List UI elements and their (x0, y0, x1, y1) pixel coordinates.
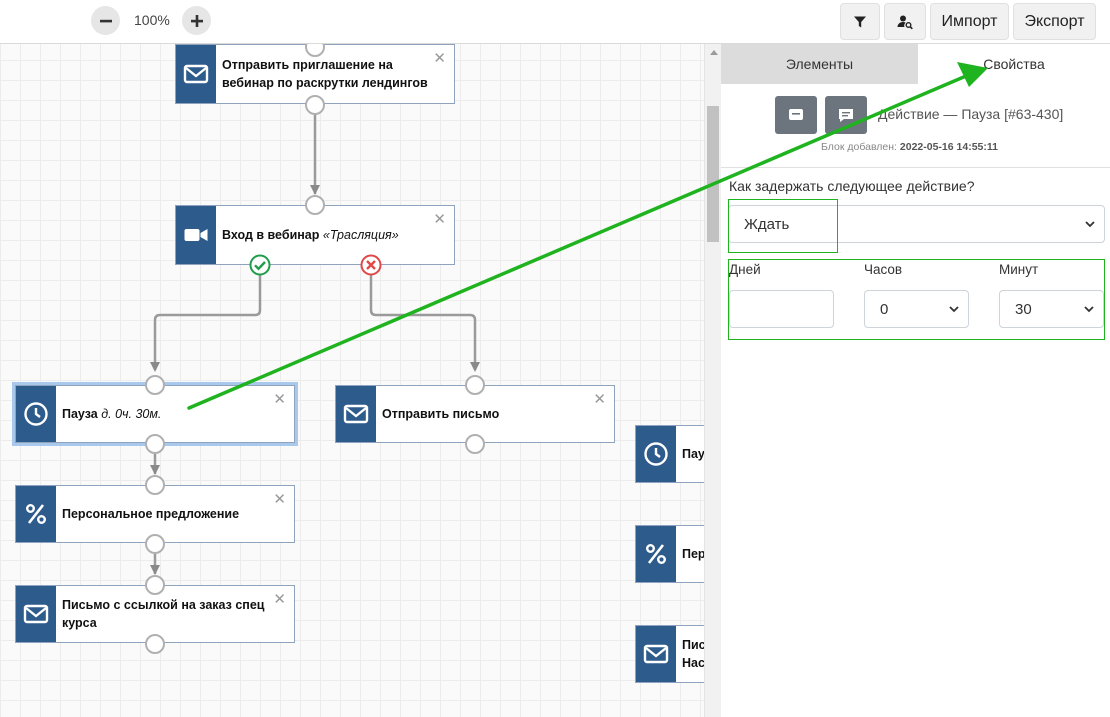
tab-properties[interactable]: Свойства (918, 44, 1110, 84)
node-letter-partial[interactable]: Пис Нас (635, 625, 704, 683)
close-icon[interactable]: ✕ (433, 50, 446, 67)
chevron-down-icon (1085, 221, 1095, 228)
node-title: Отправить приглашение на вебинар по раск… (222, 58, 428, 90)
zoom-in-button[interactable] (182, 6, 211, 35)
user-search-icon (897, 15, 913, 29)
node-icon-box (16, 486, 56, 542)
minus-icon (99, 19, 112, 22)
clock-icon (644, 442, 668, 466)
node-title: Пис Нас (682, 638, 704, 670)
minutes-label: Минут (999, 262, 1039, 277)
clock-icon (24, 402, 48, 426)
node-icon-box (16, 586, 56, 642)
days-label: Дней (729, 262, 761, 277)
node-input-port[interactable] (305, 195, 325, 215)
node-input-port[interactable] (305, 44, 325, 57)
message-text-icon (839, 109, 853, 122)
node-pause-partial[interactable]: Пауз (635, 425, 704, 483)
hours-label: Часов (864, 262, 903, 277)
delay-mode-select[interactable]: Ждать (728, 205, 1105, 243)
properties-panel: Элементы Свойства Действие — Пауза [#63-… (721, 44, 1110, 717)
node-icon-box (176, 206, 216, 264)
close-icon[interactable]: ✕ (593, 391, 606, 408)
mail-icon (643, 644, 669, 664)
export-button[interactable]: Экспорт (1013, 3, 1096, 40)
node-input-port[interactable] (145, 375, 165, 395)
delay-mode-value: Ждать (744, 215, 790, 233)
success-port-icon[interactable] (249, 254, 271, 276)
hours-value: 0 (880, 300, 889, 318)
action-title: Действие — Пауза [#63-430] (878, 106, 1064, 122)
days-input[interactable] (729, 290, 834, 328)
import-button[interactable]: Импорт (930, 3, 1009, 40)
node-output-port[interactable] (145, 434, 165, 454)
flow-canvas[interactable]: Отправить приглашение на вебинар по раск… (0, 44, 704, 717)
node-title: Перс (682, 547, 704, 561)
block-added-date: 2022-05-16 14:55:11 (899, 141, 998, 153)
mail-icon (183, 64, 209, 84)
canvas-scrollbar[interactable] (704, 44, 721, 717)
node-title: Отправить письмо (382, 407, 500, 421)
node-icon-box (336, 386, 376, 442)
filter-button[interactable] (840, 3, 880, 40)
node-title: Пауз (682, 447, 704, 461)
message-square-icon (789, 109, 803, 120)
tab-elements[interactable]: Элементы (721, 44, 918, 84)
close-icon[interactable]: ✕ (273, 591, 286, 608)
user-search-button[interactable] (884, 3, 926, 40)
plus-icon (190, 14, 203, 27)
percent-icon (25, 503, 46, 524)
comment-button[interactable] (775, 96, 817, 134)
close-icon[interactable]: ✕ (273, 491, 286, 508)
node-icon-box (16, 386, 56, 442)
filter-icon (854, 16, 866, 27)
minutes-value: 30 (1015, 300, 1032, 318)
mail-icon (343, 404, 369, 424)
node-icon-box (636, 526, 676, 582)
node-subtitle: «Трасляция» (322, 228, 399, 242)
node-title-text: Пауза (62, 407, 98, 421)
scrollbar-thumb[interactable] (707, 106, 719, 242)
delay-question: Как задержать следующее действие? (729, 178, 975, 194)
node-title: Персональное предложение (62, 507, 240, 521)
block-added-label: Блок добавлен: (821, 141, 897, 153)
node-output-port[interactable] (305, 95, 325, 115)
close-icon[interactable]: ✕ (273, 391, 286, 408)
chevron-down-icon (949, 306, 959, 313)
node-title: Письмо с ссылкой на заказ спец курса (62, 598, 265, 630)
divider (721, 167, 1110, 168)
node-offer-partial[interactable]: Перс (635, 525, 704, 583)
connector-webinar-pause (153, 275, 262, 370)
node-input-port[interactable] (145, 475, 165, 495)
mail-icon (23, 604, 49, 624)
fail-port-icon[interactable] (360, 254, 382, 276)
minutes-select[interactable]: 30 (999, 290, 1104, 328)
hours-select[interactable]: 0 (864, 290, 969, 328)
percent-icon (645, 543, 666, 564)
node-icon-box (176, 45, 216, 103)
node-title: Пауза д. 0ч. 30м. (62, 405, 272, 423)
node-output-port[interactable] (465, 434, 485, 454)
top-toolbar: 100% Импорт Экспорт (0, 0, 1110, 44)
node-subtitle: д. 0ч. 30м. (101, 407, 162, 421)
block-added-info: Блок добавлен: 2022-05-16 14:55:11 (821, 141, 998, 153)
node-icon-box (636, 626, 676, 682)
scroll-up-arrow[interactable] (710, 50, 718, 55)
node-title-text: Вход в вебинар (222, 228, 320, 242)
node-title: Вход в вебинар «Трасляция» (222, 226, 432, 244)
video-icon (184, 229, 208, 241)
zoom-level: 100% (134, 12, 170, 28)
close-icon[interactable]: ✕ (433, 211, 446, 228)
node-output-port[interactable] (145, 534, 165, 554)
node-input-port[interactable] (465, 375, 485, 395)
node-input-port[interactable] (145, 575, 165, 595)
node-icon-box (636, 426, 676, 482)
note-button[interactable] (825, 96, 867, 134)
chevron-down-icon (1084, 306, 1094, 313)
zoom-out-button[interactable] (91, 6, 120, 35)
node-output-port[interactable] (145, 634, 165, 654)
connector-webinar-letter (369, 275, 477, 370)
